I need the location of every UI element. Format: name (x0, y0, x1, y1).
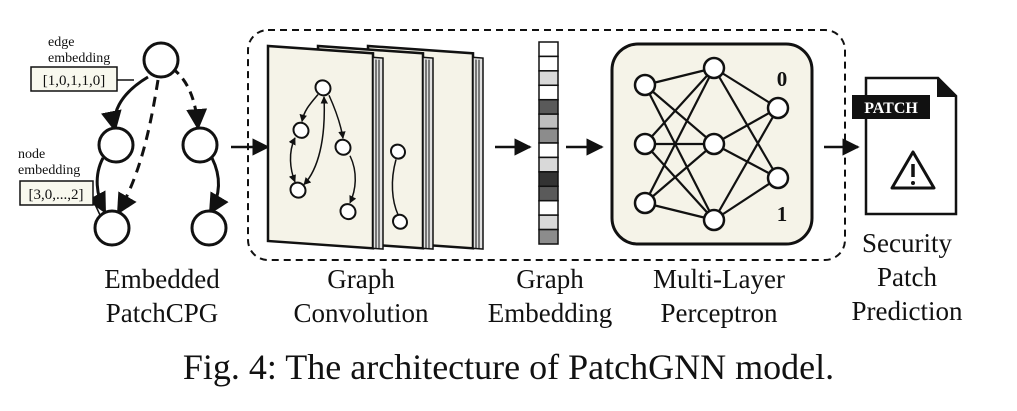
embedding-cell (538, 84, 559, 101)
warning-icon (890, 150, 936, 190)
graph-embedding-vector (538, 41, 559, 245)
stage-label-line: Graph (327, 264, 395, 294)
stage-label-line: Perceptron (660, 298, 778, 328)
cpg-edge-solid-left (101, 75, 149, 133)
node-embedding-pointer (92, 199, 101, 216)
stage-label-line: PatchCPG (105, 298, 219, 328)
stage-label-line: Prediction (851, 296, 963, 326)
embedding-cell (538, 127, 559, 144)
patch-badge-label: PATCH (864, 100, 918, 117)
cpg-node-bottom-right (190, 209, 228, 247)
mlp-output-label-1: 1 (777, 202, 788, 226)
stage-label-line: Convolution (293, 298, 429, 328)
multi-layer-perceptron: 0 1 (610, 42, 814, 246)
mini-node-bottom-left (289, 181, 307, 199)
mlp-hidden-node (702, 208, 726, 232)
patch-badge-bg (852, 95, 930, 119)
cpg-edge-solid-left2 (86, 157, 107, 214)
cpg-node-bottom-left (93, 209, 131, 247)
stage-label-line: Graph (516, 264, 584, 294)
mini-node-right (334, 138, 352, 156)
embedding-cell (538, 70, 559, 87)
mlp-input-node (633, 132, 657, 156)
embedding-cell (538, 199, 559, 216)
cpg-node-root (142, 41, 180, 79)
mlp-output-label-0: 0 (777, 67, 788, 91)
embedding-cell (538, 41, 559, 58)
embedding-cell (538, 113, 559, 130)
stage-label-line: Security (862, 228, 952, 258)
stage-label-security-patch-prediction: Security Patch Prediction (832, 226, 982, 328)
mini-node-top (314, 79, 332, 97)
cpg-node-right (181, 126, 219, 164)
cpg-edge-dashed-long (116, 79, 160, 215)
stage-label-line: Multi-Layer (653, 264, 785, 294)
embedding-cell (538, 171, 559, 188)
stage-label-graph-embedding: Graph Embedding (470, 262, 630, 330)
cpg-node-left (97, 126, 135, 164)
graph-convolution-stack (266, 44, 484, 250)
patch-document: PATCH (852, 76, 958, 216)
figure-caption: Fig. 4: The architecture of PatchGNN mod… (182, 347, 835, 387)
edge-embedding-box (30, 66, 118, 92)
mlp-output-node (766, 96, 790, 120)
embedding-cell (538, 98, 559, 115)
node-embedding-value: [3,0,...,2] (29, 187, 84, 203)
document-fold (937, 78, 956, 97)
cpg-edge-dashed-right (171, 66, 208, 131)
mlp-input-node (633, 191, 657, 215)
mlp-hidden-node (702, 132, 726, 156)
conv-card-front (266, 44, 384, 250)
stage-label-line: Embedding (487, 298, 613, 328)
embedding-cell (538, 156, 559, 173)
stage-label-multi-layer-perceptron: Multi-Layer Perceptron (634, 262, 804, 330)
embedding-cell (538, 228, 559, 245)
node-embedding-box (19, 180, 94, 206)
cpg-edge-solid-right (208, 157, 229, 215)
mlp-input-node (633, 73, 657, 97)
mlp-hidden-node (702, 56, 726, 80)
embedding-cell (538, 55, 559, 72)
patchcpg-graph (86, 41, 229, 247)
mlp-output-node (766, 166, 790, 190)
stage-label-line: Embedded (104, 264, 220, 294)
stage-label-line: Patch (877, 262, 937, 292)
mini-node-bottom-right (339, 203, 357, 221)
stage-label-graph-convolution: Graph Convolution (276, 262, 446, 330)
stage-label-embedded-patchcpg: Embedded PatchCPG (82, 262, 242, 330)
edge-embedding-value: [1,0,1,1,0] (43, 73, 106, 89)
model-dashed-boundary (247, 29, 846, 261)
mini-node-left (292, 121, 310, 139)
embedding-cell (538, 142, 559, 159)
embedding-cell (538, 214, 559, 231)
embedding-cell (538, 185, 559, 202)
